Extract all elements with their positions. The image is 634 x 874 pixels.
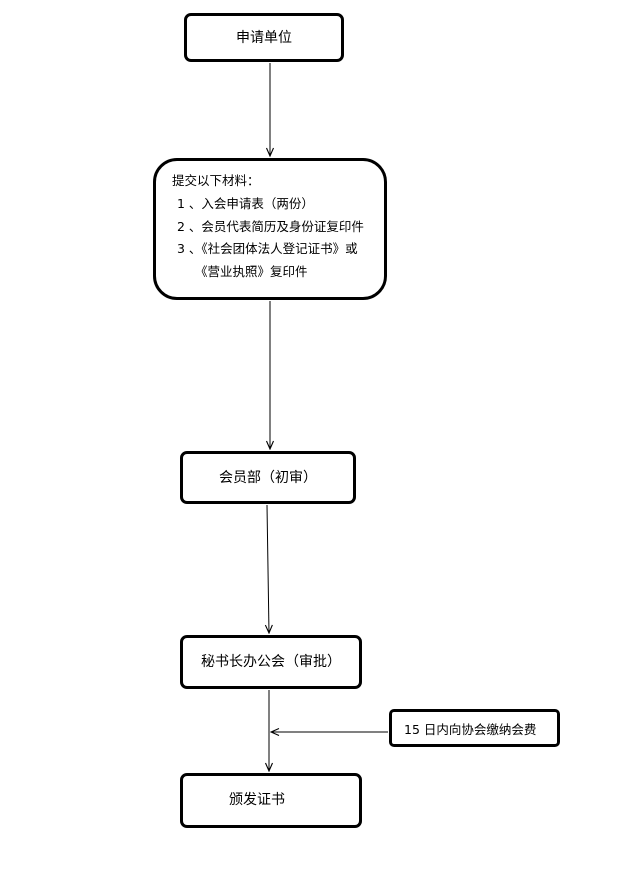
materials-item-2: 2 、会员代表简历及身份证复印件 xyxy=(177,219,364,234)
materials-item-3-continued: 《营业执照》复印件 xyxy=(195,264,308,279)
secretary-approval-box: 秘书长办公会（审批） xyxy=(180,635,362,689)
fee-note-label: 15 日内向协会缴纳会费 xyxy=(404,722,537,737)
certificate-label: 颁发证书 xyxy=(229,792,285,808)
materials-box: 提交以下材料： 1 、入会申请表（两份） 2 、会员代表简历及身份证复印件 3 … xyxy=(153,158,387,300)
applicant-box: 申请单位 xyxy=(184,13,344,62)
certificate-box: 颁发证书 xyxy=(180,773,362,828)
materials-item-3: 3 、《社会团体法人登记证书》或 xyxy=(177,241,358,256)
membership-review-label: 会员部（初审） xyxy=(219,469,317,486)
materials-item-1: 1 、入会申请表（两份） xyxy=(177,196,314,211)
membership-review-box: 会员部（初审） xyxy=(180,451,356,504)
arrow-membership-to-secretary xyxy=(267,504,269,633)
applicant-label: 申请单位 xyxy=(236,29,292,46)
secretary-approval-label: 秘书长办公会（审批） xyxy=(201,654,341,670)
fee-note-box: 15 日内向协会缴纳会费 xyxy=(389,709,560,747)
materials-title: 提交以下材料： xyxy=(172,173,260,188)
